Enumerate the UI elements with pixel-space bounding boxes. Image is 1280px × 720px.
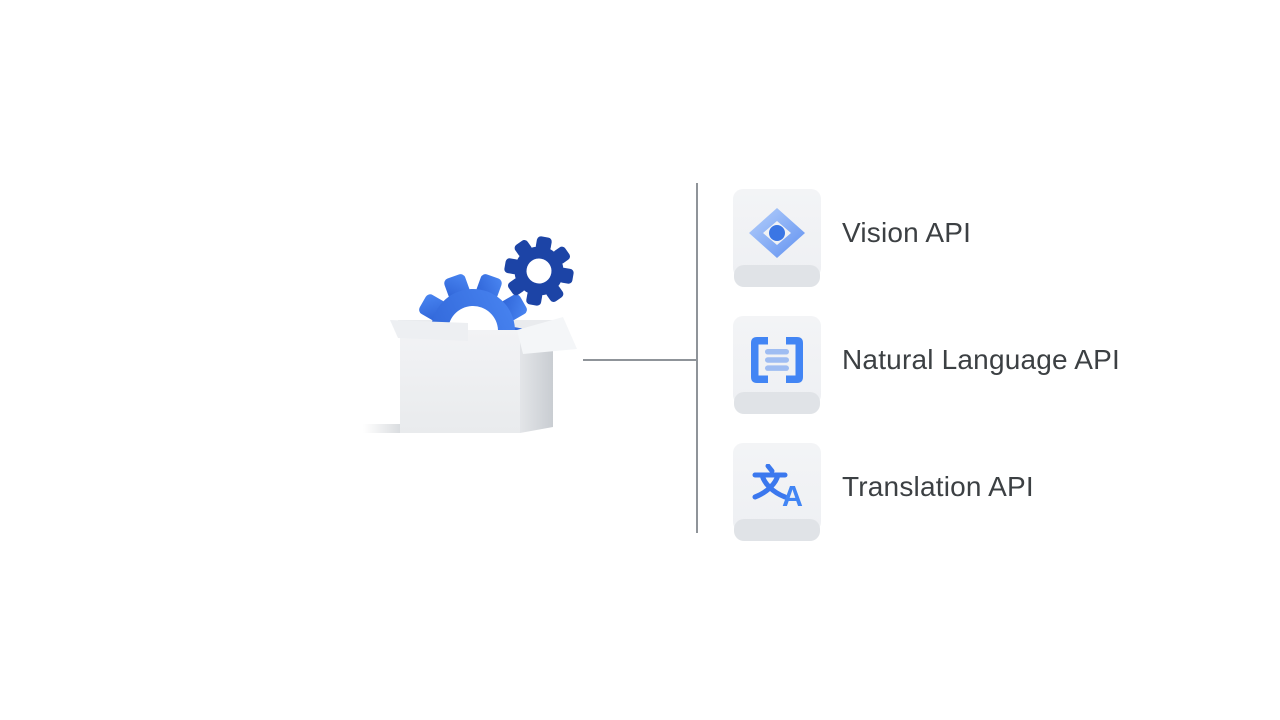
api-label-vision: Vision API: [842, 217, 972, 248]
api-item-translation: A Translation API: [733, 437, 1034, 541]
api-label-natural-language: Natural Language API: [842, 344, 1120, 375]
api-item-natural-language: Natural Language API: [733, 310, 1120, 414]
box-front-face: [400, 330, 520, 433]
box-right-flap: [517, 317, 577, 354]
natural-language-icon: [751, 337, 803, 383]
connector-line-horizontal: [583, 359, 697, 361]
api-item-vision: Vision API: [733, 183, 972, 287]
open-box-with-gears-illustration: [363, 236, 577, 433]
connector-line-vertical: [696, 183, 698, 533]
latin-a-glyph: A: [782, 481, 803, 513]
box-left-flap: [390, 320, 468, 341]
vision-api-card: [733, 188, 821, 287]
natural-language-api-card: [733, 315, 821, 414]
translation-api-card: A: [733, 442, 821, 541]
vision-icon: [749, 208, 805, 258]
api-label-translation: Translation API: [842, 471, 1034, 502]
small-gear-icon: [504, 236, 574, 306]
box-shadow: [363, 424, 407, 433]
cjk-character-glyph: [752, 464, 788, 500]
translation-icon: A: [751, 462, 803, 512]
